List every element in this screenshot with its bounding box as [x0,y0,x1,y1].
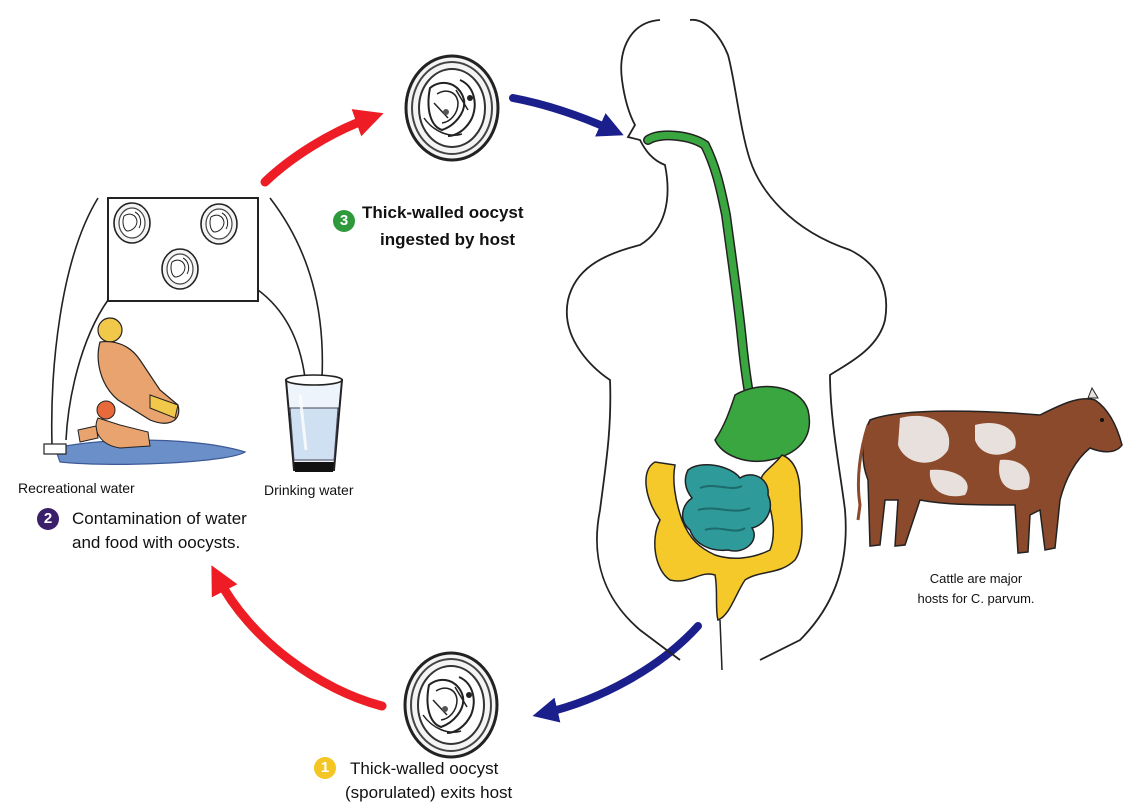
drinking-water-label: Drinking water [264,482,354,498]
connector-line [50,197,99,446]
blue-arrow-exit-host [532,622,702,723]
connector-line [257,289,306,379]
oocyst-bottom-image [403,651,499,759]
step-2-line2: and food with oocysts. [72,533,241,552]
blue-arrow-to-mouth [509,94,624,137]
step-1-line1: Thick-walled oocyst [350,759,499,778]
red-arrow-to-contamination [211,565,387,711]
connector-line [269,197,324,379]
cattle-caption-line2: hosts for C. parvum. [917,591,1035,606]
cattle-caption-line1: Cattle are major [929,571,1023,586]
human-body-outline [719,619,723,671]
step-3-line2: ingested by host [380,230,516,249]
small-oocyst-icon [113,202,151,244]
swimmers-image [43,317,247,465]
step-2-number: 2 [43,510,53,527]
step-3-number: 3 [339,212,349,229]
step-1-badge-circle [314,757,336,779]
small-oocyst-icon [161,248,199,290]
drinking-glass-image [284,374,344,472]
step-2-line1: Contamination of water [72,509,247,528]
step-1-line2: (sporulated) exits host [345,783,513,802]
step-2-badge-circle [37,508,59,530]
human-body-outline [689,19,888,661]
small-oocyst-icon [200,203,238,245]
step-3-line1: Thick-walled oocyst [362,203,524,222]
recreational-water-label: Recreational water [18,480,135,496]
cow-image [856,386,1123,554]
digestive-tract [643,130,811,622]
red-arrow-to-oocyst [260,109,384,187]
connector-line [65,299,109,441]
step-1-number: 1 [320,759,330,776]
step-3-badge-circle [333,210,355,232]
oocyst-top-image [404,54,500,162]
human-body-outline [565,19,681,661]
